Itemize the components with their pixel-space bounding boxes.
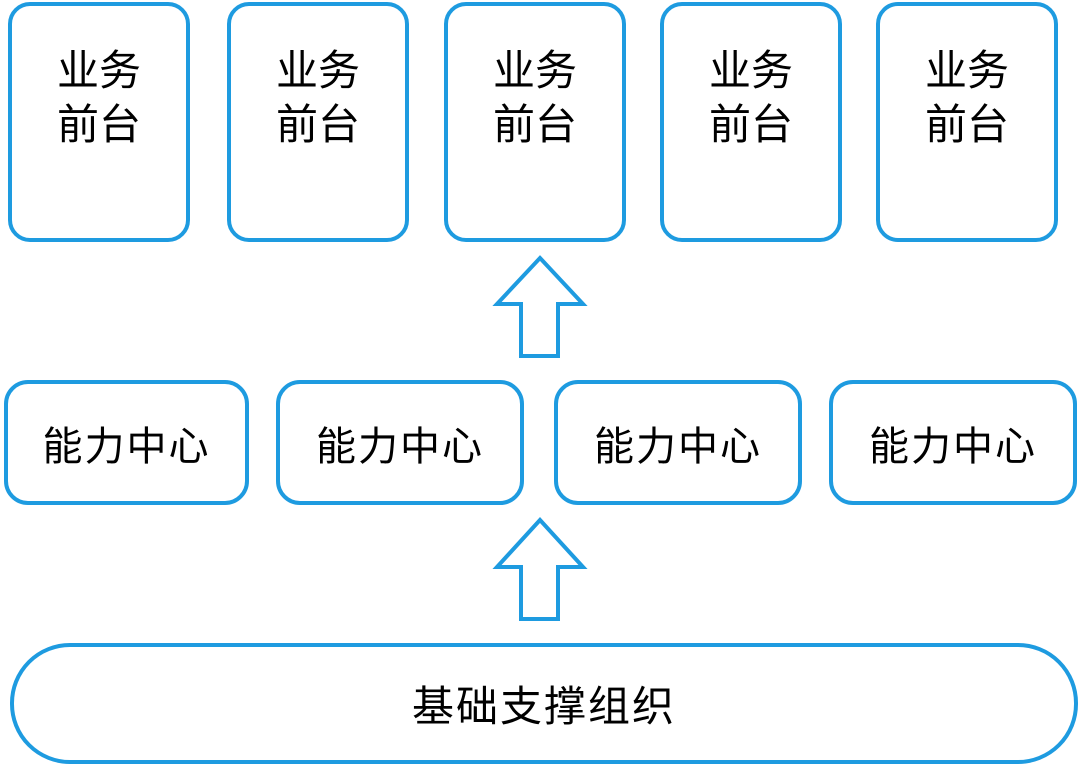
capability-center-box: 能力中心 bbox=[554, 380, 802, 505]
business-front-label-line2: 前台 bbox=[924, 100, 1009, 149]
capability-center-label: 能力中心 bbox=[316, 423, 484, 470]
business-front-box: 业务 前台 bbox=[8, 2, 190, 242]
foundation-support-box: 基础支撑组织 bbox=[10, 643, 1078, 764]
business-front-box: 业务 前台 bbox=[876, 2, 1058, 242]
business-front-label-line1: 业务 bbox=[492, 46, 577, 95]
capability-center-box: 能力中心 bbox=[829, 380, 1077, 505]
capability-center-box: 能力中心 bbox=[4, 380, 249, 505]
up-arrow-icon bbox=[492, 255, 588, 358]
business-front-box: 业务 前台 bbox=[227, 2, 409, 242]
capability-center-label: 能力中心 bbox=[869, 423, 1037, 470]
capability-center-box: 能力中心 bbox=[276, 380, 524, 505]
business-front-label-line1: 业务 bbox=[708, 46, 793, 95]
business-front-box: 业务 前台 bbox=[660, 2, 842, 242]
business-front-box: 业务 前台 bbox=[444, 2, 626, 242]
up-arrow-icon bbox=[492, 517, 588, 621]
capability-center-label: 能力中心 bbox=[42, 423, 211, 470]
business-front-label-line2: 前台 bbox=[708, 100, 793, 149]
business-front-label-line1: 业务 bbox=[924, 46, 1009, 95]
business-front-label-line1: 业务 bbox=[275, 46, 360, 95]
capability-center-label: 能力中心 bbox=[594, 423, 762, 470]
foundation-support-label: 基础支撑组织 bbox=[411, 682, 676, 731]
business-front-label-line2: 前台 bbox=[275, 100, 360, 149]
business-front-label-line2: 前台 bbox=[492, 100, 577, 149]
business-front-label-line1: 业务 bbox=[56, 46, 141, 95]
business-front-label-line2: 前台 bbox=[56, 100, 141, 149]
